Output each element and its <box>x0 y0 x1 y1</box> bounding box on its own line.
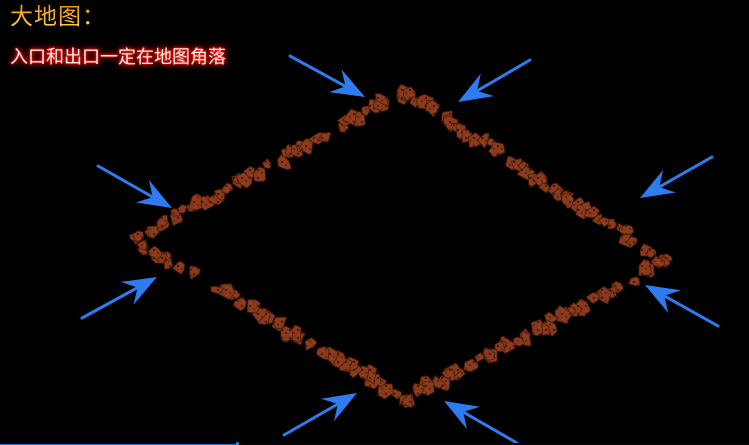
rock-icon <box>646 247 657 259</box>
rock-icon <box>628 276 641 287</box>
rock-icon <box>512 336 525 347</box>
rock-icon <box>476 132 490 150</box>
rock-icon <box>638 258 653 277</box>
arrow-icon-left-lower <box>80 277 157 320</box>
rock-icon <box>510 157 523 172</box>
rock-icon <box>246 299 261 314</box>
rock-icon <box>221 182 234 195</box>
map-subtitle: 入口和出口一定在地图角落 <box>10 47 226 68</box>
rock-icon <box>261 157 272 170</box>
rock-icon <box>171 260 186 275</box>
rock-icon <box>530 318 543 337</box>
rock-icon <box>136 239 147 251</box>
rock-icon <box>317 131 332 143</box>
rock-icon <box>585 291 601 304</box>
rock-icon <box>463 358 479 373</box>
rock-icon <box>561 191 575 209</box>
arrow-icon-top-right <box>458 58 532 102</box>
rock-icon <box>474 352 485 364</box>
rock-icon <box>304 337 318 351</box>
rock-icon <box>412 382 425 398</box>
rock-icon <box>277 153 292 171</box>
arrow-icon-right-lower <box>645 285 720 328</box>
rock-icon <box>163 250 173 262</box>
rock-icon <box>494 341 506 352</box>
progress-knob[interactable] <box>235 442 239 445</box>
rock-icon <box>232 296 247 312</box>
arrow-icon-bottom-right <box>444 401 519 445</box>
rock-icon <box>189 265 201 278</box>
rock-icon <box>482 346 496 361</box>
rock-icon <box>538 182 551 194</box>
rock-icon <box>316 346 330 361</box>
rock-icon <box>607 218 617 230</box>
rock-icon <box>441 367 456 382</box>
rock-icon <box>583 205 601 219</box>
rock-icon <box>374 93 389 108</box>
rock-icon <box>402 392 413 408</box>
rock-icon <box>210 285 225 295</box>
rock-icon <box>625 235 638 249</box>
rock-icon <box>554 305 574 325</box>
rock-icon <box>156 214 169 229</box>
arrow-icon-bottom-left <box>282 393 357 437</box>
arrow-icon-top-left <box>288 54 365 97</box>
rock-icon <box>148 245 163 261</box>
rock-icon <box>131 230 144 244</box>
rock-icon <box>272 316 288 330</box>
arrow-group <box>80 54 720 445</box>
rock-icon <box>551 188 564 202</box>
rock-icon <box>176 203 188 214</box>
rock-wall <box>128 83 674 409</box>
rock-icon <box>243 166 256 178</box>
map-title: 大地图： <box>10 4 106 30</box>
rock-icon <box>424 98 440 118</box>
arrow-icon-right-upper <box>640 155 714 198</box>
rock-icon <box>531 170 548 187</box>
arrow-icon-left-upper <box>96 164 172 208</box>
rock-icon <box>488 141 506 158</box>
rock-icon <box>591 213 603 226</box>
rock-icon <box>421 381 435 397</box>
rock-icon <box>650 255 666 269</box>
rock-icon <box>431 374 446 389</box>
rock-icon <box>252 166 267 183</box>
